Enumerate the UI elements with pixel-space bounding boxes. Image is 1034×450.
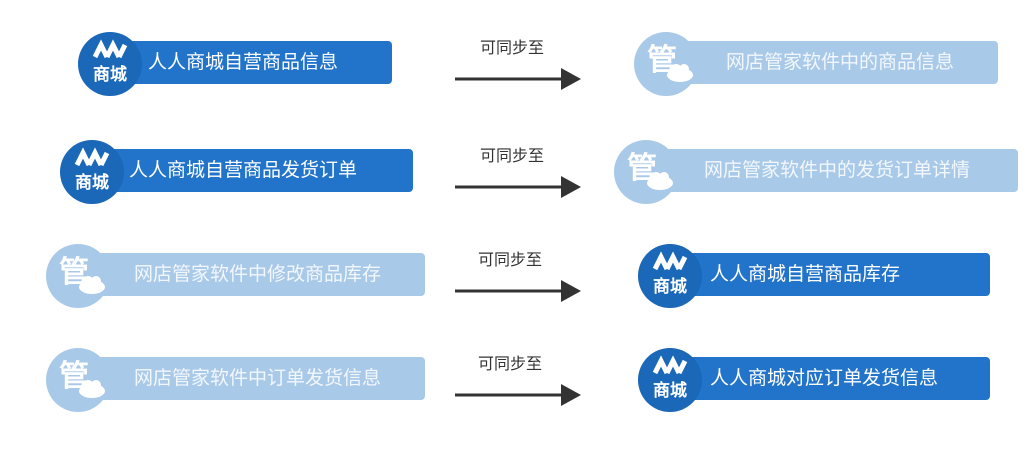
node-label: 网店管家软件中的发货订单详情 bbox=[704, 159, 971, 181]
node-label: 网店管家软件中订单发货信息 bbox=[134, 367, 382, 389]
node-label: 人人商城自营商品信息 bbox=[148, 51, 339, 73]
svg-text:商城: 商城 bbox=[75, 172, 109, 193]
node-label: 网店管家软件中修改商品库存 bbox=[134, 263, 382, 285]
arrow-label: 可同步至 bbox=[480, 38, 545, 57]
arrow-label: 可同步至 bbox=[478, 354, 543, 373]
node-label: 人人商城对应订单发货信息 bbox=[710, 367, 939, 389]
mall-logo-icon: 商城 bbox=[78, 32, 142, 96]
right-arrow-icon bbox=[455, 176, 581, 198]
target-node-mall: 人人商城对应订单发货信息 bbox=[672, 357, 990, 400]
arrow-label: 可同步至 bbox=[478, 250, 543, 269]
manager-cloud-logo-icon: 管 bbox=[614, 140, 678, 204]
target-node-manager: 网店管家软件中的商品信息 bbox=[668, 41, 998, 84]
source-node-manager: 网店管家软件中订单发货信息 bbox=[80, 357, 425, 400]
svg-text:商城: 商城 bbox=[93, 64, 127, 85]
mall-logo-icon: 商城 bbox=[638, 348, 702, 412]
manager-cloud-logo-icon: 管 bbox=[634, 32, 698, 96]
right-arrow-icon bbox=[455, 280, 581, 302]
source-node-mall: 人人商城自营商品发货订单 bbox=[93, 149, 413, 192]
mall-logo-icon: 商城 bbox=[638, 244, 702, 308]
source-node-manager: 网店管家软件中修改商品库存 bbox=[80, 253, 425, 296]
svg-text:商城: 商城 bbox=[653, 380, 687, 401]
manager-cloud-logo-icon: 管 bbox=[46, 348, 110, 412]
sync-flow-row: 网店管家软件中订单发货信息 管 可同步至 人人商城对应订单发货信息 商城 bbox=[0, 348, 1034, 412]
node-label: 人人商城自营商品发货订单 bbox=[129, 159, 358, 181]
target-node-manager: 网店管家软件中的发货订单详情 bbox=[648, 149, 1018, 192]
arrow-label: 可同步至 bbox=[480, 146, 545, 165]
sync-flow-row: 网店管家软件中修改商品库存 管 可同步至 人人商城自营商品库存 商城 bbox=[0, 244, 1034, 308]
node-label: 人人商城自营商品库存 bbox=[710, 263, 901, 285]
manager-cloud-logo-icon: 管 bbox=[46, 244, 110, 308]
sync-flow-row: 人人商城自营商品发货订单 商城 可同步至 网店管家软件中的发货订单详情 管 bbox=[0, 140, 1034, 204]
right-arrow-icon bbox=[455, 384, 581, 406]
sync-flow-row: 人人商城自营商品信息 商城 可同步至 网店管家软件中的商品信息 管 bbox=[0, 32, 1034, 96]
mall-logo-icon: 商城 bbox=[60, 140, 124, 204]
node-label: 网店管家软件中的商品信息 bbox=[726, 51, 955, 73]
target-node-mall: 人人商城自营商品库存 bbox=[672, 253, 990, 296]
svg-text:商城: 商城 bbox=[653, 276, 687, 297]
right-arrow-icon bbox=[455, 68, 581, 90]
source-node-mall: 人人商城自营商品信息 bbox=[112, 41, 392, 84]
